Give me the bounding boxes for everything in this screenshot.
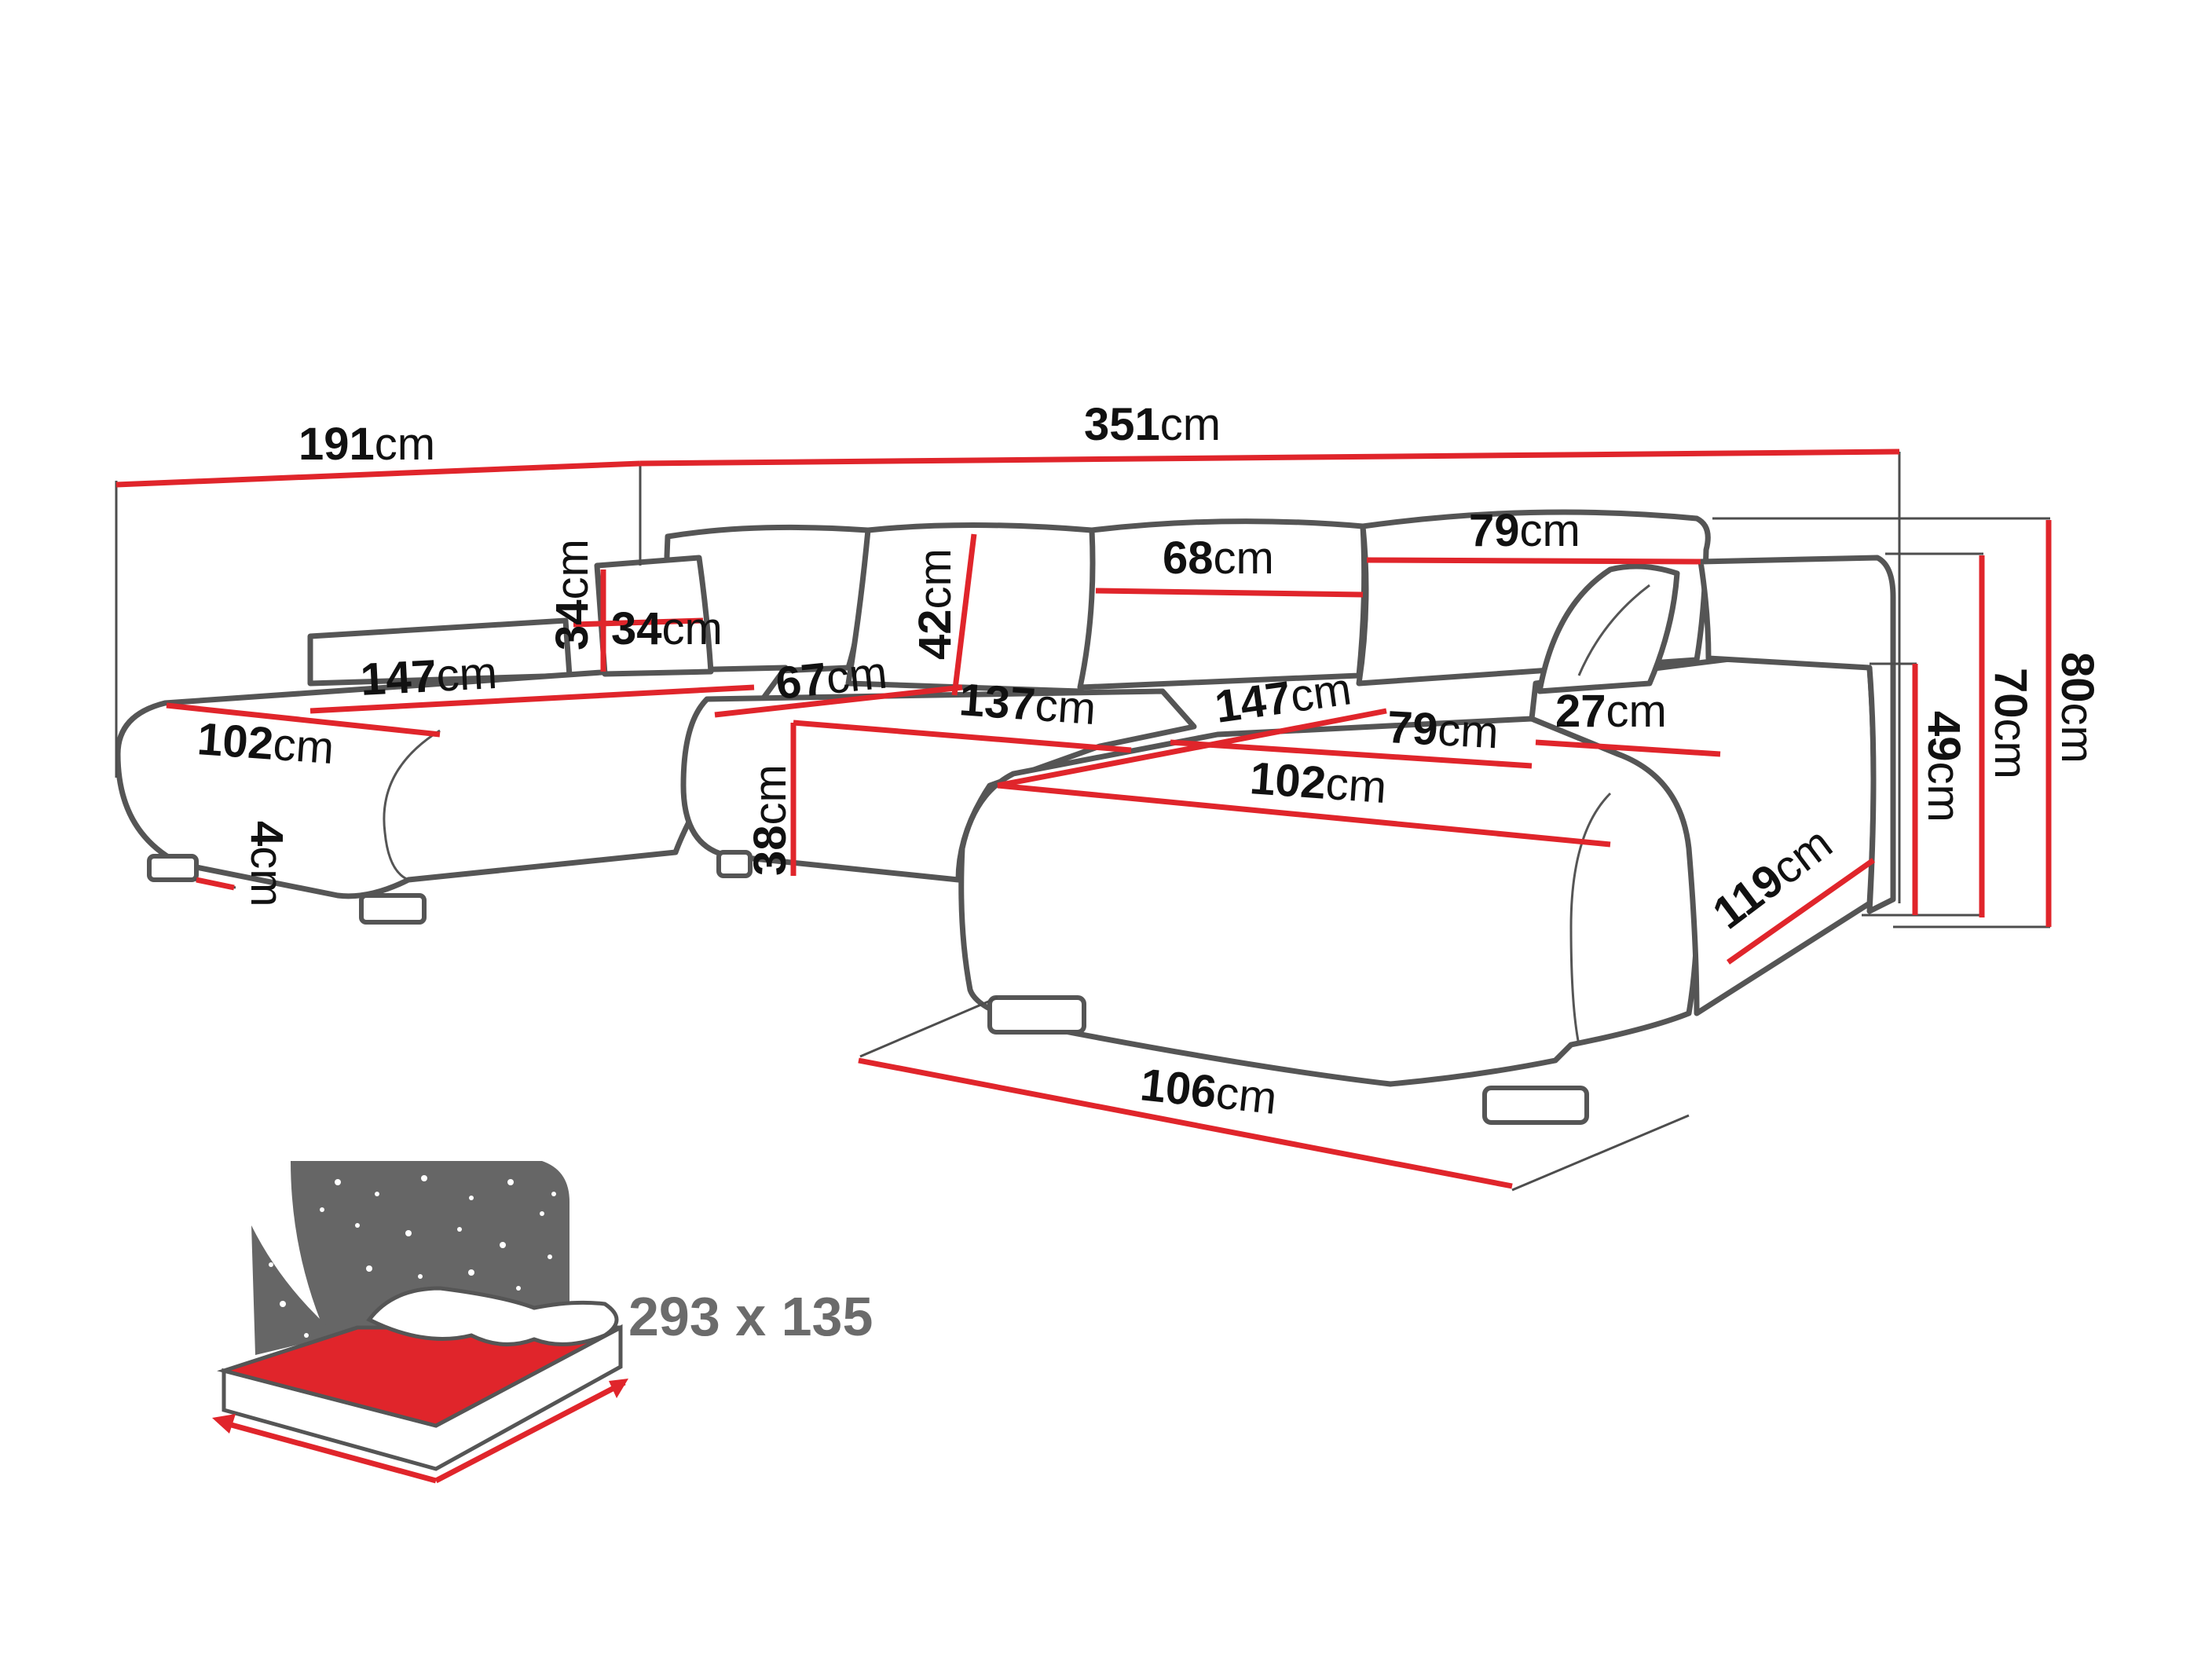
foot-left-1 — [147, 854, 199, 882]
sofa-drawing — [115, 509, 1896, 1125]
label-70: 70cm — [1985, 668, 2036, 779]
line-119 — [1726, 858, 1876, 965]
line-79-seat — [1170, 739, 1533, 769]
label-79-seat: 79cm — [1386, 701, 1500, 758]
label-34-vertical: 34cm — [547, 539, 598, 650]
line-68 — [1095, 588, 1364, 598]
reference-lines — [115, 452, 2050, 1192]
bed-mattress — [217, 1325, 622, 1428]
line-147-left — [309, 684, 755, 714]
label-42: 42cm — [910, 548, 961, 660]
bed-function-icon: 293 x 135 — [212, 1161, 873, 1484]
label-34-pillow: 34cm — [611, 603, 723, 654]
dimension-lines — [115, 449, 2052, 1189]
bed-size-label: 293 x 135 — [628, 1286, 873, 1347]
label-147-right: 147cm — [1212, 663, 1354, 733]
line-106 — [858, 1057, 1513, 1189]
line-102-left — [166, 702, 441, 738]
label-137: 137cm — [958, 674, 1097, 734]
label-351: 351cm — [1084, 399, 1221, 450]
label-27: 27cm — [1555, 686, 1667, 737]
foot-right-1 — [987, 995, 1086, 1035]
label-191: 191cm — [298, 419, 435, 470]
label-68: 68cm — [1163, 533, 1274, 584]
right-chaise-arm-curve — [1569, 792, 1612, 1046]
line-4 — [196, 877, 235, 891]
line-191 — [115, 460, 641, 488]
right-armrest-top — [1697, 555, 1896, 914]
line-102-right — [997, 782, 1611, 848]
right-pillow — [1536, 563, 1680, 694]
right-pillow-fold — [1577, 584, 1650, 676]
label-102-left: 102cm — [196, 713, 335, 774]
bed-arrowhead-left — [212, 1414, 236, 1434]
label-147-left: 147cm — [359, 647, 498, 705]
bed-arrowhead-right — [609, 1379, 628, 1398]
foot-mid — [716, 850, 753, 878]
label-49: 49cm — [1918, 711, 1969, 822]
line-137 — [793, 720, 1132, 753]
foot-right-2 — [1482, 1086, 1589, 1125]
label-4: 4cm — [241, 821, 292, 907]
line-42 — [951, 533, 977, 696]
label-106: 106cm — [1138, 1059, 1280, 1124]
line-34-pillow — [573, 617, 704, 628]
bed-arrow-length — [219, 1419, 437, 1484]
label-38: 38cm — [745, 764, 796, 876]
line-67 — [714, 684, 963, 718]
bed-pillows — [366, 1286, 619, 1346]
label-67: 67cm — [774, 646, 890, 709]
label-79-back: 79cm — [1469, 505, 1580, 556]
label-102-right: 102cm — [1248, 753, 1388, 813]
label-80: 80cm — [2052, 652, 2103, 764]
left-pillow — [594, 555, 714, 677]
line-27 — [1535, 739, 1721, 757]
left-chaise-arm — [383, 729, 441, 881]
foot-left-2 — [359, 893, 427, 925]
line-351 — [639, 449, 1900, 467]
bed-arrow-width — [434, 1379, 626, 1484]
night-sky-left-wedge — [251, 1225, 338, 1355]
line-147-right — [997, 708, 1387, 789]
line-79-back — [1366, 557, 1701, 565]
